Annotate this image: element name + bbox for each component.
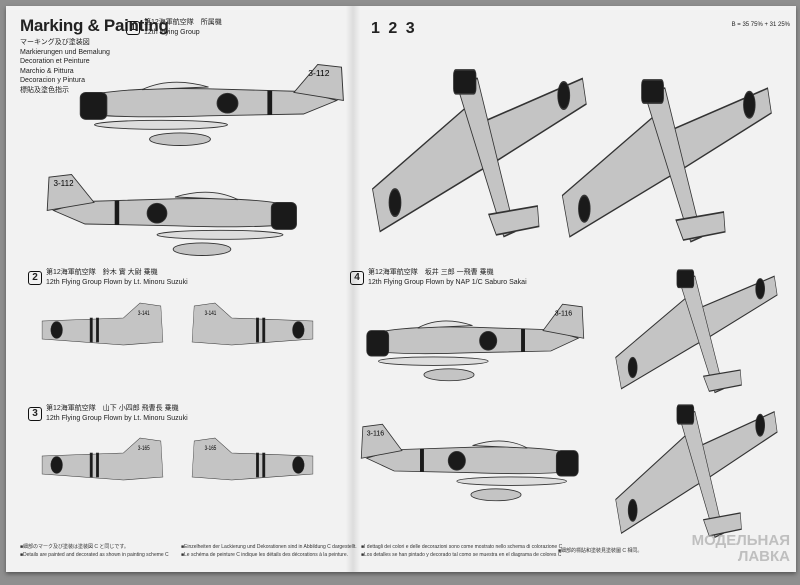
- caption-en: 12th Flying Group Flown by Lt. Minoru Su…: [46, 415, 188, 422]
- subtitle-de: Markierungen und Bemalung: [20, 48, 110, 56]
- footer-note-3: ■I dettagli dei colori e delle decorazio…: [361, 543, 562, 559]
- tail-code: 3-141: [205, 310, 217, 317]
- watermark-line: МОДЕЛЬНАЯ: [691, 532, 790, 549]
- aircraft-2-tail-right: 3-141: [191, 302, 314, 346]
- tail-code: 3-112: [54, 179, 75, 188]
- aircraft-top-view-4: [615, 404, 778, 539]
- subtitle-fr: Decoration et Peinture: [20, 58, 90, 65]
- color-legend: B = 35 75% + 31 25%: [731, 22, 790, 28]
- section-number: 4: [350, 271, 364, 285]
- note-de: ■Einzelheiten der Lackierung und Dekorat…: [181, 544, 357, 550]
- footer-note-4: ■細部的標貼和塗裝見塗裝圖 C 相同。: [558, 548, 643, 554]
- caption-jp: 第12海軍航空隊 山下 小四郎 飛曹長 乗機: [46, 405, 179, 412]
- section-1-caption: 1 第12海軍航空隊 所属機 12th Flying Group: [126, 18, 222, 38]
- caption-en: 12th Flying Group Flown by NAP 1/C Sabur…: [368, 279, 527, 286]
- note-jp: ■細部のマーク及び塗装は塗装図 C と同じです。: [20, 544, 129, 550]
- note-it: ■I dettagli dei colori e delle decorazio…: [361, 544, 563, 550]
- page-fold: [346, 6, 360, 572]
- aircraft-4-side-left: 3-116: [366, 303, 585, 382]
- caption-jp: 第12海軍航空隊 鈴木 實 大尉 乗機: [46, 269, 158, 276]
- aircraft-1-side-right: 3-112: [46, 174, 297, 256]
- section-3-caption: 3 第12海軍航空隊 山下 小四郎 飛曹長 乗機 12th Flying Group…: [28, 404, 188, 424]
- watermark-line: ЛАВКА: [737, 548, 790, 565]
- caption-en: 12th Flying Group Flown by Lt. Minoru Su…: [46, 279, 188, 286]
- caption-en: 12th Flying Group: [144, 29, 200, 36]
- subtitle-it: Marchio & Pittura: [20, 67, 74, 75]
- aircraft-3-tail-left: 3-165: [41, 437, 164, 481]
- footer-note-2: ■Einzelheiten der Lackierung und Dekorat…: [181, 543, 357, 559]
- tail-code: 3-141: [138, 310, 150, 317]
- section-number: 1: [126, 21, 140, 35]
- aircraft-3-tail-right: 3-165: [191, 437, 314, 481]
- section-2-caption: 2 第12海軍航空隊 鈴木 實 大尉 乗機 12th Flying Group Fl…: [28, 268, 188, 288]
- tail-code: 3-116: [555, 308, 572, 317]
- note-fr: ■Le schéma de peinture C indique les dét…: [181, 552, 349, 558]
- tail-code: 3-116: [367, 428, 384, 437]
- footer-note-1: ■細部のマーク及び塗装は塗装図 C と同じです。 ■Details are pai…: [20, 543, 169, 559]
- aircraft-top-view-3: [615, 269, 778, 394]
- section-number: 3: [28, 407, 42, 421]
- tail-code: 3-165: [138, 445, 150, 452]
- section-number: 2: [28, 271, 42, 285]
- aircraft-4-side-right: 3-116: [360, 423, 579, 502]
- subtitle-cn: 標貼及塗色指示: [20, 86, 69, 94]
- caption-jp: 第12海軍航空隊 坂井 三郎 一飛曹 乗機: [368, 269, 494, 276]
- note-en: ■Details are painted and decorated as sh…: [20, 552, 169, 558]
- aircraft-1-side-left: 3-112: [79, 64, 344, 146]
- tail-code: 3-165: [205, 445, 217, 452]
- tail-code: 3-112: [308, 68, 330, 78]
- title-translations: マーキング及び塗装図 Markierungen und Bemalung Dec…: [20, 38, 110, 95]
- subtitle-es: Decoracion y Pintura: [20, 77, 85, 84]
- note-es: ■Los detalles se han pintado y decorado …: [361, 552, 562, 558]
- aircraft-top-view-2: [561, 79, 772, 243]
- section-4-caption: 4 第12海軍航空隊 坂井 三郎 一飛曹 乗機 12th Flying Group …: [350, 268, 527, 288]
- aircraft-top-view-1: [372, 69, 587, 238]
- page-title: Marking & Painting: [20, 16, 169, 35]
- caption-jp: 第12海軍航空隊 所属機: [144, 19, 222, 26]
- scheme-numbers: 1 2 3: [371, 20, 417, 37]
- subtitle-jp: マーキング及び塗装図: [20, 39, 90, 46]
- aircraft-2-tail-left: 3-141: [41, 302, 164, 346]
